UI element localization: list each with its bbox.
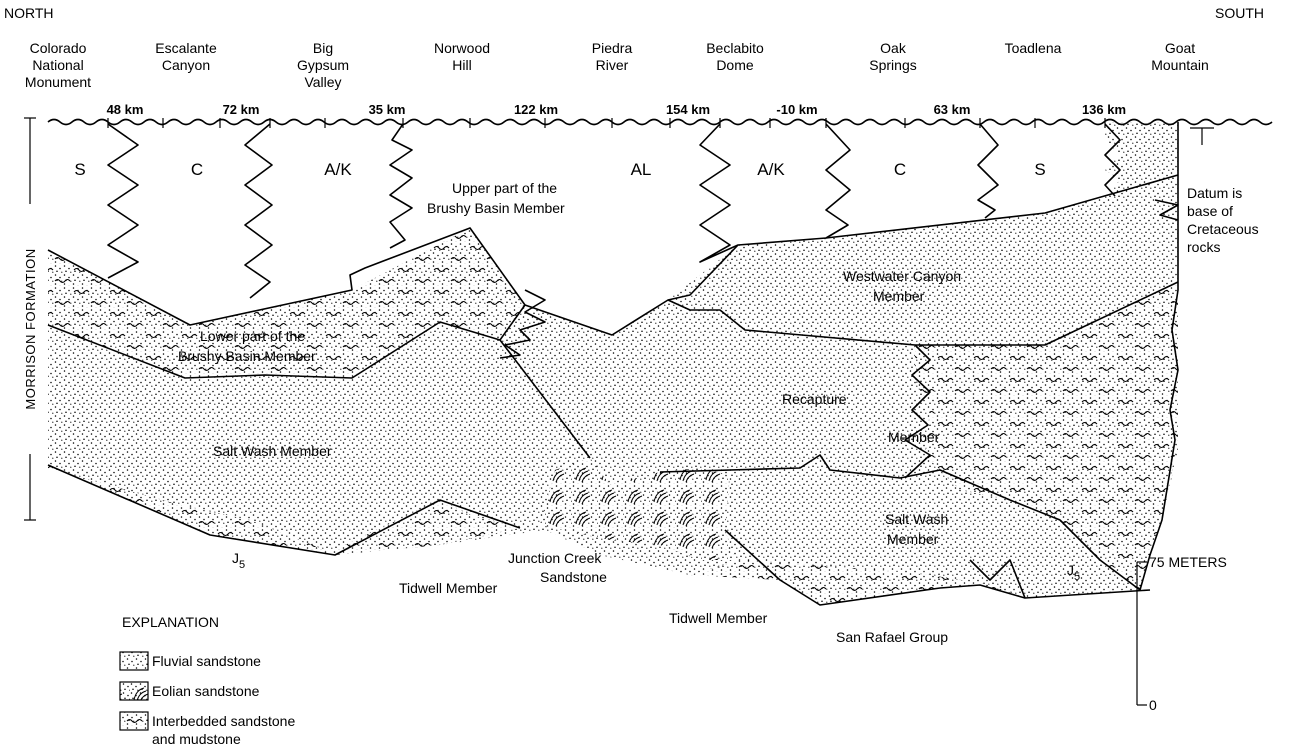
explanation-title: EXPLANATION bbox=[122, 614, 219, 630]
location-label: Mountain bbox=[1151, 57, 1209, 73]
location-label: Toadlena bbox=[1005, 40, 1062, 56]
facies-code: S bbox=[1034, 160, 1045, 179]
location-label: Valley bbox=[304, 74, 341, 90]
svg-text:rocks: rocks bbox=[1187, 239, 1220, 255]
north-label: NORTH bbox=[4, 5, 54, 21]
legend-fluvial-label: Fluvial sandstone bbox=[152, 653, 261, 669]
location-label: Escalante bbox=[155, 40, 217, 56]
datum-note: Datum is base of Cretaceous rocks bbox=[1187, 185, 1259, 255]
salt-wash-south-label-2: Member bbox=[887, 531, 939, 547]
westwater-label-2: Member bbox=[873, 288, 925, 304]
svg-text:Cretaceous: Cretaceous bbox=[1187, 221, 1259, 237]
facies-code: A/K bbox=[757, 160, 785, 179]
distance-label: 48 km bbox=[107, 102, 144, 117]
salt-wash-north-label: Salt Wash Member bbox=[213, 443, 332, 459]
location-label: Canyon bbox=[162, 57, 210, 73]
distance-label: 35 km bbox=[369, 102, 406, 117]
location-label: Norwood bbox=[434, 40, 490, 56]
tidwell-north-label: Tidwell Member bbox=[399, 580, 498, 596]
distance-label: 154 km bbox=[666, 102, 710, 117]
location-label: River bbox=[596, 57, 629, 73]
location-label: Oak bbox=[880, 40, 907, 56]
distance-label: 72 km bbox=[223, 102, 260, 117]
datum-marker bbox=[1190, 128, 1214, 145]
facies-code: S bbox=[74, 160, 85, 179]
location-label: National bbox=[32, 57, 83, 73]
facies-boundary-2 bbox=[245, 124, 272, 298]
recapture-member-label: Member bbox=[888, 429, 940, 445]
location-label: Piedra bbox=[592, 40, 633, 56]
location-label: Monument bbox=[25, 74, 91, 90]
distance-labels: 48 km 72 km 35 km 122 km 154 km -10 km 63 km 13… bbox=[107, 102, 1126, 117]
recapture-label: Recapture bbox=[782, 391, 847, 407]
distance-label: 122 km bbox=[514, 102, 558, 117]
facies-boundary-1 bbox=[108, 124, 138, 278]
eolian-sandstone-swatch bbox=[120, 682, 148, 700]
upper-brushy-label-2: Brushy Basin Member bbox=[427, 200, 565, 216]
datum-wavy-line bbox=[48, 120, 1272, 125]
junction-creek-label-2: Sandstone bbox=[540, 569, 607, 585]
facies-boundary-5 bbox=[826, 124, 850, 238]
location-label: Hill bbox=[452, 57, 471, 73]
facies-code: A/K bbox=[324, 160, 352, 179]
legend-interbedded-label-2: and mudstone bbox=[152, 731, 241, 747]
formation-label: MORRISON FORMATION bbox=[23, 248, 38, 409]
location-label: Gypsum bbox=[297, 57, 349, 73]
location-label: Dome bbox=[716, 57, 754, 73]
facies-code: C bbox=[894, 160, 906, 179]
facies-code: AL bbox=[631, 160, 652, 179]
location-label: Goat bbox=[1165, 40, 1195, 56]
location-label: Beclabito bbox=[706, 40, 764, 56]
svg-text:Datum is: Datum is bbox=[1187, 185, 1242, 201]
facies-boundary-3 bbox=[390, 124, 412, 248]
interbedded-swatch bbox=[120, 712, 148, 730]
lower-brushy-label-2: Brushy Basin Member bbox=[178, 348, 316, 364]
upper-brushy-label-1: Upper part of the bbox=[452, 180, 557, 196]
facies-codes: S C A/K AL A/K C S bbox=[74, 160, 1045, 179]
svg-text:base of: base of bbox=[1187, 203, 1233, 219]
lower-brushy-label-1: Lower part of the bbox=[200, 328, 305, 344]
location-label: Big bbox=[313, 40, 333, 56]
westwater-label-1: Westwater Canyon bbox=[843, 268, 961, 284]
san-rafael-label: San Rafael Group bbox=[836, 629, 948, 645]
fluvial-sandstone-swatch bbox=[120, 652, 148, 670]
tidwell-south-label: Tidwell Member bbox=[669, 610, 768, 626]
distance-label: -10 km bbox=[776, 102, 817, 117]
distance-label: 136 km bbox=[1082, 102, 1126, 117]
location-label: Colorado bbox=[30, 40, 87, 56]
legend-interbedded-label-1: Interbedded sandstone bbox=[152, 713, 295, 729]
south-label: SOUTH bbox=[1215, 5, 1264, 21]
location-label: Springs bbox=[869, 57, 916, 73]
j5-left-label: J5 bbox=[232, 550, 245, 571]
facies-code: C bbox=[191, 160, 203, 179]
salt-wash-south-label-1: Salt Wash bbox=[885, 511, 948, 527]
scale-bottom-label: 0 bbox=[1149, 697, 1157, 713]
legend-eolian-label: Eolian sandstone bbox=[152, 683, 260, 699]
scale-top-label: 75 METERS bbox=[1149, 554, 1227, 570]
facies-boundary-6 bbox=[978, 124, 998, 218]
junction-creek-label-1: Junction Creek bbox=[508, 550, 602, 566]
distance-label: 63 km bbox=[934, 102, 971, 117]
facies-boundary-4 bbox=[700, 124, 738, 262]
